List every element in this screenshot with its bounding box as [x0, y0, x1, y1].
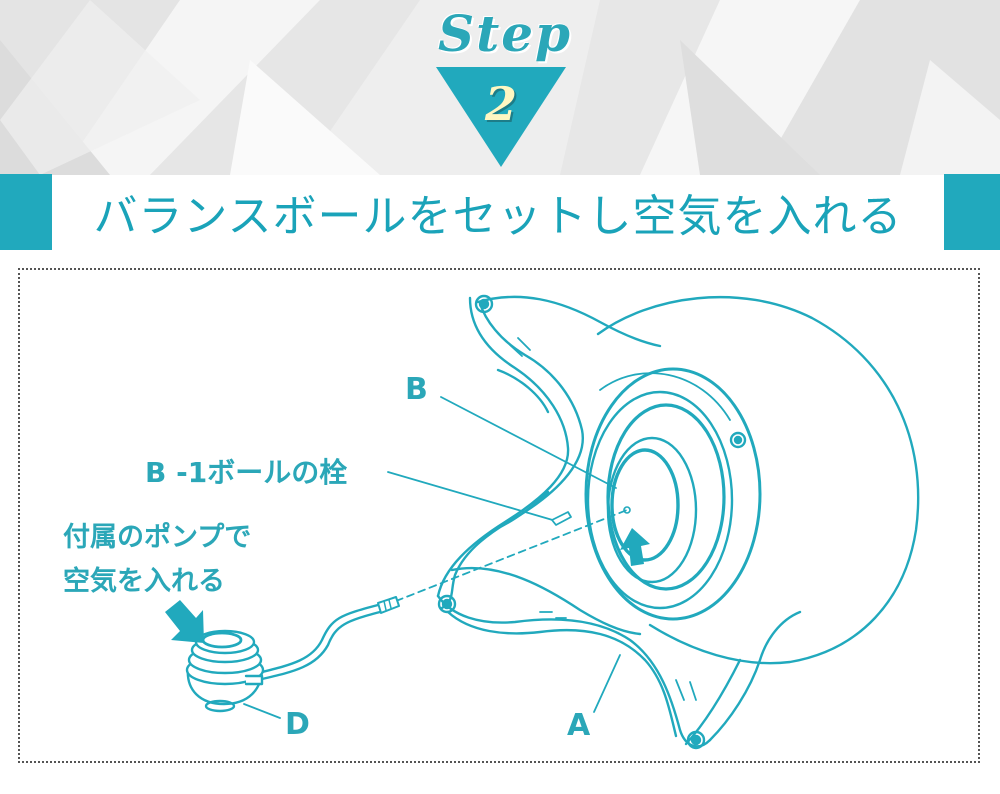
- down-right-arrow-icon: [165, 600, 204, 643]
- banner-accent-left: [0, 174, 52, 250]
- label-pump-instruction-line2: 空気を入れる: [63, 566, 225, 597]
- faceted-background: [0, 0, 1000, 175]
- label-base: A: [567, 708, 591, 743]
- pump-hose: [260, 596, 400, 681]
- up-arrow-icon: [620, 528, 650, 566]
- plug-pin: [551, 511, 572, 526]
- star-base: [436, 295, 802, 748]
- label-ball: B: [405, 372, 428, 407]
- base-feet: [437, 294, 747, 750]
- label-pump: D: [285, 707, 310, 742]
- illustration-frame: [18, 268, 980, 763]
- ball-plug-hole: [623, 506, 631, 514]
- banner-accent-right: [944, 174, 1000, 250]
- page-title: バランスボールをセットし空気を入れる: [93, 191, 903, 242]
- foot-pump: [185, 629, 265, 713]
- label-pump-instruction-line1: 付属のポンプで: [63, 522, 252, 553]
- step-triangle: [436, 67, 566, 167]
- title-banner: バランスボールをセットし空気を入れる: [0, 174, 1000, 250]
- step-word: Step: [438, 4, 572, 63]
- step-number: 2: [484, 77, 517, 131]
- balance-ball: [584, 296, 920, 665]
- pointer-lines: [243, 396, 628, 719]
- label-ball-plug: B -1ボールの栓: [145, 456, 348, 489]
